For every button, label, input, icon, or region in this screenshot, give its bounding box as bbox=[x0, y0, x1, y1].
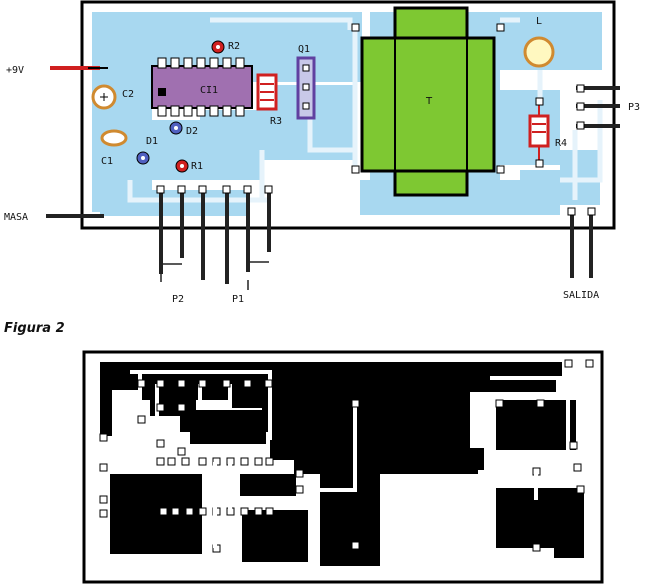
wire-masa: MASA bbox=[4, 212, 104, 223]
label-c2: C2 bbox=[122, 89, 134, 100]
label-plus9v: +9V bbox=[6, 65, 24, 76]
label-p2: P2 bbox=[172, 294, 184, 305]
label-salida: SALIDA bbox=[563, 290, 599, 301]
resistor-r1: R1 bbox=[175, 159, 203, 173]
label-masa: MASA bbox=[4, 212, 28, 223]
label-d1: D1 bbox=[146, 136, 158, 147]
label-p3: P3 bbox=[628, 102, 640, 113]
wires-pots bbox=[159, 190, 593, 284]
resistor-r4: R4 bbox=[528, 105, 567, 160]
lamp-l: L bbox=[523, 16, 555, 68]
capacitor-c1: C1 bbox=[100, 129, 128, 167]
wire-plus9v: +9V bbox=[6, 65, 108, 76]
capacitor-c2: C2 bbox=[91, 84, 134, 110]
component-layout: T CI1 Q1 bbox=[4, 0, 640, 305]
label-q1: Q1 bbox=[298, 44, 310, 55]
label-r2: R2 bbox=[228, 41, 240, 52]
label-p1: P1 bbox=[232, 294, 244, 305]
diode-d1: D1 bbox=[136, 136, 158, 165]
wire-joins bbox=[160, 261, 269, 290]
label-r3: R3 bbox=[270, 116, 282, 127]
ic-ci1: CI1 bbox=[151, 57, 253, 117]
label-d2: D2 bbox=[186, 126, 198, 137]
resistor-r3: R3 bbox=[256, 73, 282, 127]
label-r1: R1 bbox=[191, 161, 203, 172]
copper-pattern bbox=[82, 350, 604, 584]
label-ci1: CI1 bbox=[200, 85, 218, 96]
label-t: T bbox=[425, 96, 433, 107]
transformer: T bbox=[360, 6, 496, 197]
label-r4: R4 bbox=[555, 138, 567, 149]
label-l: L bbox=[536, 16, 542, 27]
trace-lines bbox=[127, 17, 603, 203]
figure-caption: Figura 2 bbox=[4, 321, 65, 336]
diode-d2: D2 bbox=[169, 121, 198, 137]
resistor-r2: R2 bbox=[211, 40, 240, 54]
label-c1: C1 bbox=[101, 156, 113, 167]
transistor-q1: Q1 bbox=[296, 44, 316, 120]
pads-top bbox=[156, 23, 596, 216]
